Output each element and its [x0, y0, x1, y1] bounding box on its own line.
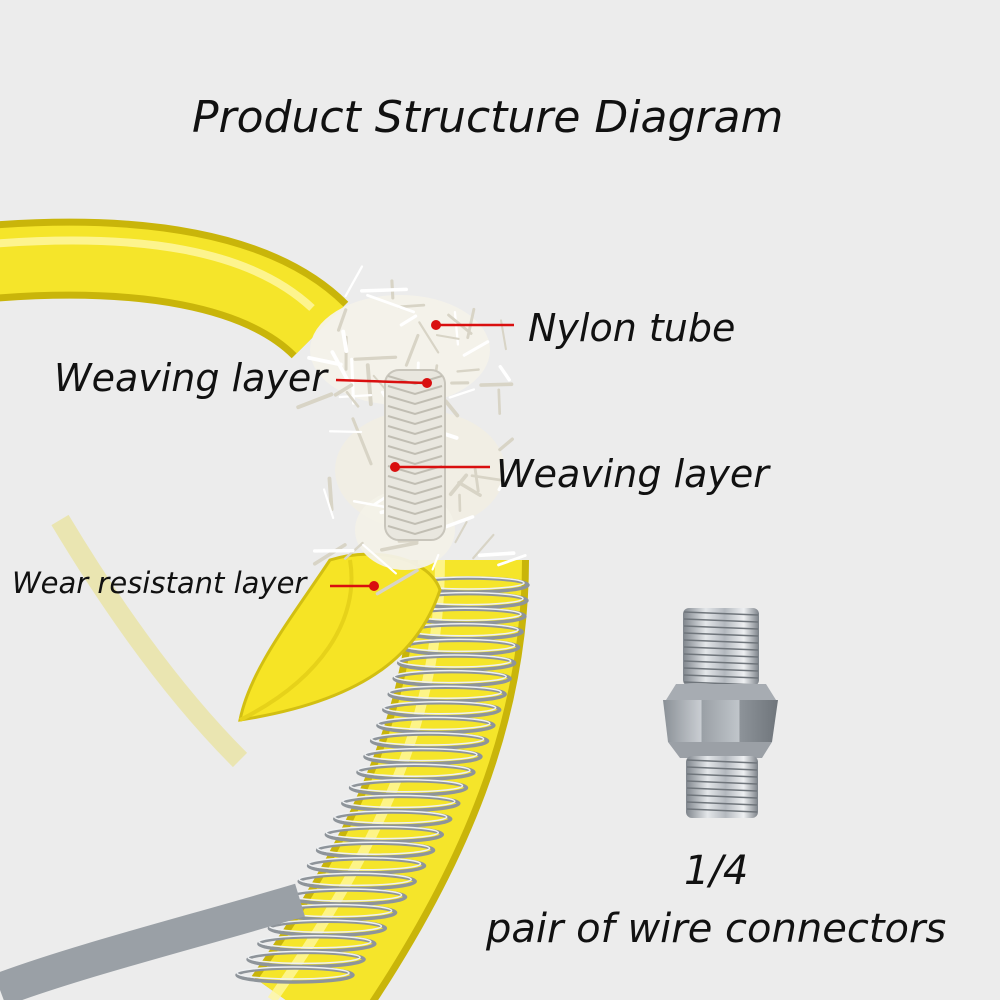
pointer-dot-weaving-1 — [422, 378, 432, 388]
pointer-dot-nylon — [431, 320, 441, 330]
connector-caption: pair of wire connectors — [486, 906, 947, 952]
pointer-dot-wear — [369, 581, 379, 591]
diagram-title: Product Structure Diagram — [192, 92, 784, 143]
label-weaving-layer-inner: Weaving layer — [496, 452, 769, 496]
nylon-tube-braid — [384, 369, 446, 541]
label-wear-resistant-layer: Wear resistant layer — [12, 566, 307, 600]
wire-connector — [663, 608, 778, 818]
label-nylon-tube: Nylon tube — [528, 306, 736, 350]
lower-hose-with-spring — [0, 559, 530, 1000]
connector-size-label: 1/4 — [684, 848, 749, 894]
pointer-line-weaving-1 — [335, 378, 427, 385]
pointer-dot-weaving-2 — [390, 462, 400, 472]
braid-pattern — [387, 375, 443, 536]
label-weaving-layer-outer: Weaving layer — [54, 356, 327, 400]
pointers — [330, 320, 514, 591]
upper-hose — [0, 218, 349, 768]
